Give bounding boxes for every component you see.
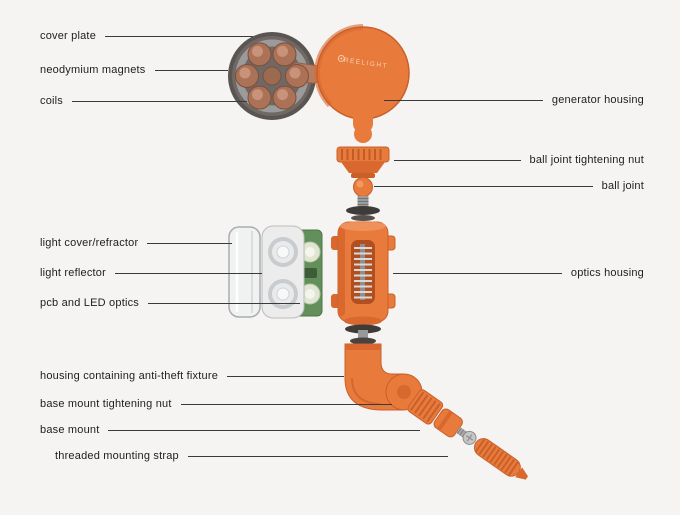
label-coils: coils xyxy=(40,93,247,109)
label-text: light reflector xyxy=(40,267,106,279)
label-text: ball joint tightening nut xyxy=(529,154,644,166)
anti-theft-housing-illustration xyxy=(344,343,423,411)
leader-line xyxy=(147,242,232,244)
label-anti-theft-housing: housing containing anti-theft fixture xyxy=(40,368,344,384)
label-cover-plate: cover plate xyxy=(40,28,253,44)
label-base-mount: base mount xyxy=(40,422,420,438)
leader-line xyxy=(108,429,420,431)
label-text: generator housing xyxy=(551,94,644,106)
label-text: neodymium magnets xyxy=(40,64,146,76)
label-ball-joint: ball joint xyxy=(374,178,644,194)
optics-housing-illustration xyxy=(331,221,396,326)
label-light-cover-refractor: light cover/refractor xyxy=(40,235,232,251)
base-assembly xyxy=(407,389,529,480)
leader-line xyxy=(154,69,228,71)
label-pcb-led-optics: pcb and LED optics xyxy=(40,295,300,311)
generator-housing-illustration: REELIGHT xyxy=(313,24,410,143)
label-text: cover plate xyxy=(40,30,97,42)
leader-line xyxy=(72,100,247,102)
label-base-mount-tightening-nut: base mount tightening nut xyxy=(40,396,392,412)
label-threaded-mounting-strap: threaded mounting strap xyxy=(55,448,448,464)
leader-line xyxy=(105,35,253,37)
ball-joint-tightening-nut-illustration xyxy=(336,146,390,178)
leader-line xyxy=(384,99,543,101)
label-ball-joint-tightening-nut: ball joint tightening nut xyxy=(394,152,644,168)
leader-line xyxy=(187,455,448,457)
label-text: light cover/refractor xyxy=(40,237,139,249)
base-mount-illustration xyxy=(433,408,463,438)
neodymium-magnets-illustration xyxy=(235,42,309,110)
base-mount-tightening-nut-illustration xyxy=(407,389,444,425)
leader-line xyxy=(227,375,344,377)
label-generator-housing: generator housing xyxy=(384,92,644,108)
leader-line xyxy=(148,302,300,304)
cover-plate-assembly xyxy=(228,32,323,120)
mounting-screw xyxy=(456,426,477,445)
label-neodymium-magnets: neodymium magnets xyxy=(40,62,228,78)
label-text: ball joint xyxy=(601,180,644,192)
label-text: pcb and LED optics xyxy=(40,297,139,309)
label-optics-housing: optics housing xyxy=(393,265,644,281)
label-text: base mount tightening nut xyxy=(40,398,172,410)
leader-line xyxy=(374,185,593,187)
housing-joint-rings xyxy=(345,324,381,345)
brand-logo-icon xyxy=(337,54,345,62)
leader-line xyxy=(114,272,262,274)
label-text: coils xyxy=(40,95,64,107)
label-light-reflector: light reflector xyxy=(40,265,262,281)
label-text: optics housing xyxy=(570,267,644,279)
label-text: base mount xyxy=(40,424,100,436)
ball-joint-stud xyxy=(346,196,380,221)
light-cover-refractor-illustration xyxy=(228,226,261,318)
leader-line xyxy=(393,272,562,274)
leader-line xyxy=(180,403,392,405)
label-text: housing containing anti-theft fixture xyxy=(40,370,219,382)
label-text: threaded mounting strap xyxy=(55,450,179,462)
light-reflector-illustration xyxy=(261,225,305,319)
ball-joint-illustration xyxy=(353,177,373,197)
threaded-mounting-strap-illustration xyxy=(473,438,529,480)
leader-line xyxy=(394,159,521,161)
